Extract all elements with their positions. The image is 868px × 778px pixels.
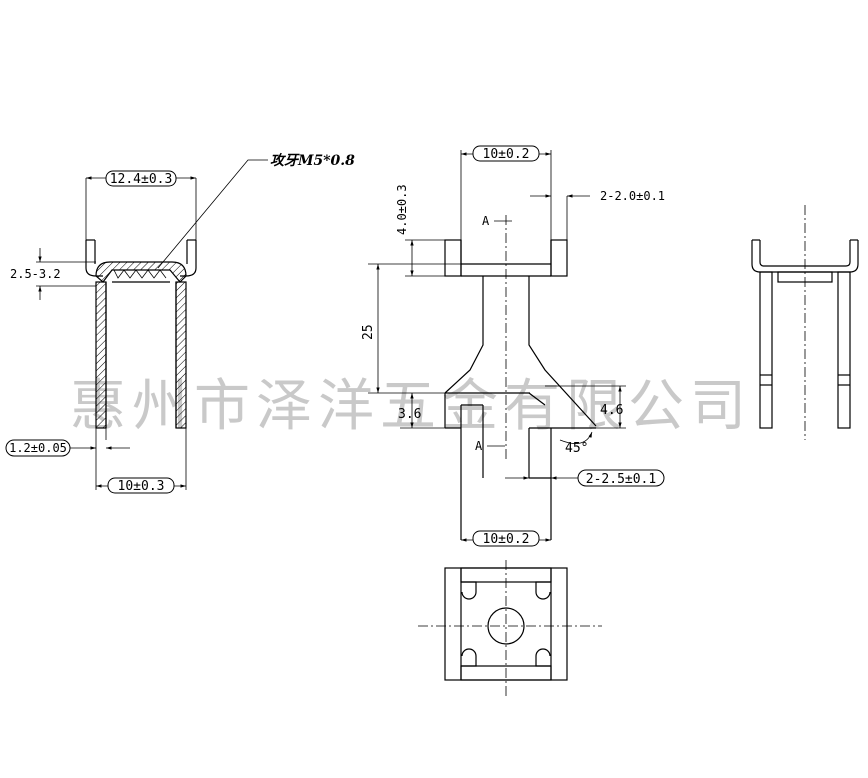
dim-lower-right-4-6: 4.6 [600,403,623,418]
dim-thickness-1-2: 1.2±0.05 [9,441,67,455]
dim-lower-left-3-6: 3.6 [398,407,421,422]
dim-top-width-10: 10±0.2 [483,147,530,162]
dim-angle-45: 45° [565,441,588,456]
dim-slot-bottom: 2-2.5±0.1 [586,472,656,487]
front-flat-view: A A 10±0.2 4.0±0.3 2-2.0±0.1 25 3.6 4.6 [361,145,665,547]
right-side-view [751,205,859,440]
dim-inner-width-10: 10±0.3 [118,479,165,494]
left-section-view: 12.4±0.3 攻牙M5*0.8 2.5-3.2 1.2±0.05 10±0.… [5,152,355,494]
thread-hole-circle [487,607,525,645]
section-label-a-top: A [482,214,490,228]
dim-height-2-5-3-2: 2.5-3.2 [10,267,61,281]
dim-top-height-4-0: 4.0±0.3 [395,184,409,235]
dim-body-height-25: 25 [361,324,376,340]
dim-slot-top: 2-2.0±0.1 [600,189,665,203]
dim-bottom-width-10: 10±0.2 [483,532,530,547]
bottom-plan-view [418,560,602,696]
dim-width-12-4: 12.4±0.3 [110,172,173,187]
thread-note: 攻牙M5*0.8 [270,152,355,169]
section-label-a-bottom: A [475,439,483,453]
